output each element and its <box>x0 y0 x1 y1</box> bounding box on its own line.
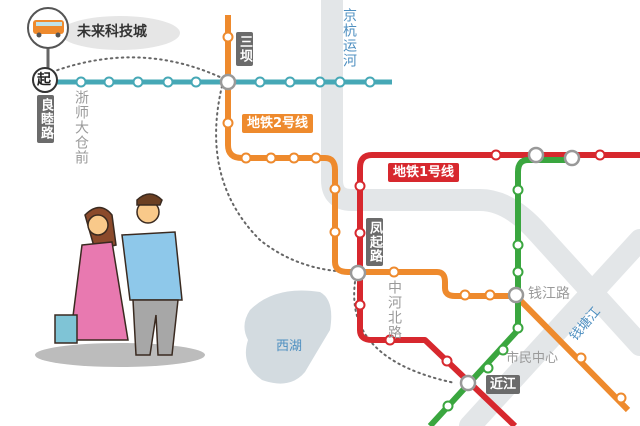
walking-route <box>51 56 456 384</box>
station-dot[interactable] <box>190 76 202 88</box>
station-dot[interactable] <box>512 266 524 278</box>
metro-line-1 <box>357 152 640 426</box>
station-dot[interactable] <box>314 76 326 88</box>
station-dot[interactable] <box>388 266 400 278</box>
couple-illustration <box>35 193 205 367</box>
station-dot[interactable] <box>442 400 454 412</box>
metro-line-2 <box>225 15 631 413</box>
station-dot[interactable] <box>334 76 346 88</box>
landmark-xihu: 西湖 <box>276 339 303 354</box>
station-dot[interactable] <box>162 76 174 88</box>
origin-station-badge <box>32 67 58 93</box>
origin-badge-text: 起 <box>37 72 51 88</box>
station-dot[interactable] <box>459 289 471 301</box>
landmark-canal: 京杭运河 <box>341 8 357 68</box>
station-dot[interactable] <box>254 76 266 88</box>
interchange-station[interactable] <box>507 286 525 304</box>
station-dot[interactable] <box>354 227 366 239</box>
station-dot[interactable] <box>482 362 494 374</box>
station-dot[interactable] <box>497 344 509 356</box>
interchange-station[interactable] <box>219 73 237 91</box>
stations <box>75 31 627 412</box>
station-dot[interactable] <box>512 184 524 196</box>
station-dot[interactable] <box>484 289 496 301</box>
station-dot[interactable] <box>132 76 144 88</box>
station-fengqi[interactable]: 凤起路 <box>366 218 383 266</box>
station-dot[interactable] <box>329 183 341 195</box>
station-shimin[interactable]: 市民中心 <box>506 351 559 366</box>
line-2-label: 地铁2号线 <box>242 114 314 133</box>
station-dot[interactable] <box>575 352 587 364</box>
station-dot[interactable] <box>75 76 87 88</box>
station-dot[interactable] <box>103 76 115 88</box>
station-dot[interactable] <box>240 152 252 164</box>
station-dot[interactable] <box>329 226 341 238</box>
station-dot[interactable] <box>490 149 502 161</box>
origin-name: 未来科技城 <box>77 24 147 40</box>
station-dot[interactable] <box>284 76 296 88</box>
station-dot[interactable] <box>310 152 322 164</box>
station-dot[interactable] <box>222 31 234 43</box>
station-dot[interactable] <box>288 152 300 164</box>
metro-line-4 <box>427 157 573 426</box>
west-lake <box>244 290 332 384</box>
station-dot[interactable] <box>512 322 524 334</box>
station-dot[interactable] <box>354 180 366 192</box>
station-dot[interactable] <box>512 239 524 251</box>
station-liangmu[interactable]: 良睦路 <box>37 95 54 143</box>
station-zhonghe[interactable]: 中河北路 <box>386 280 402 340</box>
station-dot[interactable] <box>265 152 277 164</box>
station-zheshi[interactable]: 浙师大仓前 <box>73 90 89 165</box>
station-qianjiang[interactable]: 钱江路 <box>528 286 570 302</box>
line-1-label: 地铁1号线 <box>388 163 460 182</box>
station-dot[interactable] <box>384 334 396 346</box>
bus-icon <box>33 20 64 38</box>
station-dot[interactable] <box>441 355 453 367</box>
station-dot[interactable] <box>364 76 376 88</box>
interchange-station[interactable] <box>563 149 581 167</box>
interchange-station[interactable] <box>527 146 545 164</box>
interchange-station[interactable] <box>459 374 477 392</box>
interchange-station[interactable] <box>349 264 367 282</box>
origin-bubble <box>60 16 180 50</box>
station-dot[interactable] <box>594 149 606 161</box>
station-dot[interactable] <box>615 392 627 404</box>
station-dot[interactable] <box>354 299 366 311</box>
station-jinjiang[interactable]: 近江 <box>486 375 521 394</box>
station-dot[interactable] <box>222 117 234 129</box>
station-sanba[interactable]: 三坝 <box>236 32 253 66</box>
